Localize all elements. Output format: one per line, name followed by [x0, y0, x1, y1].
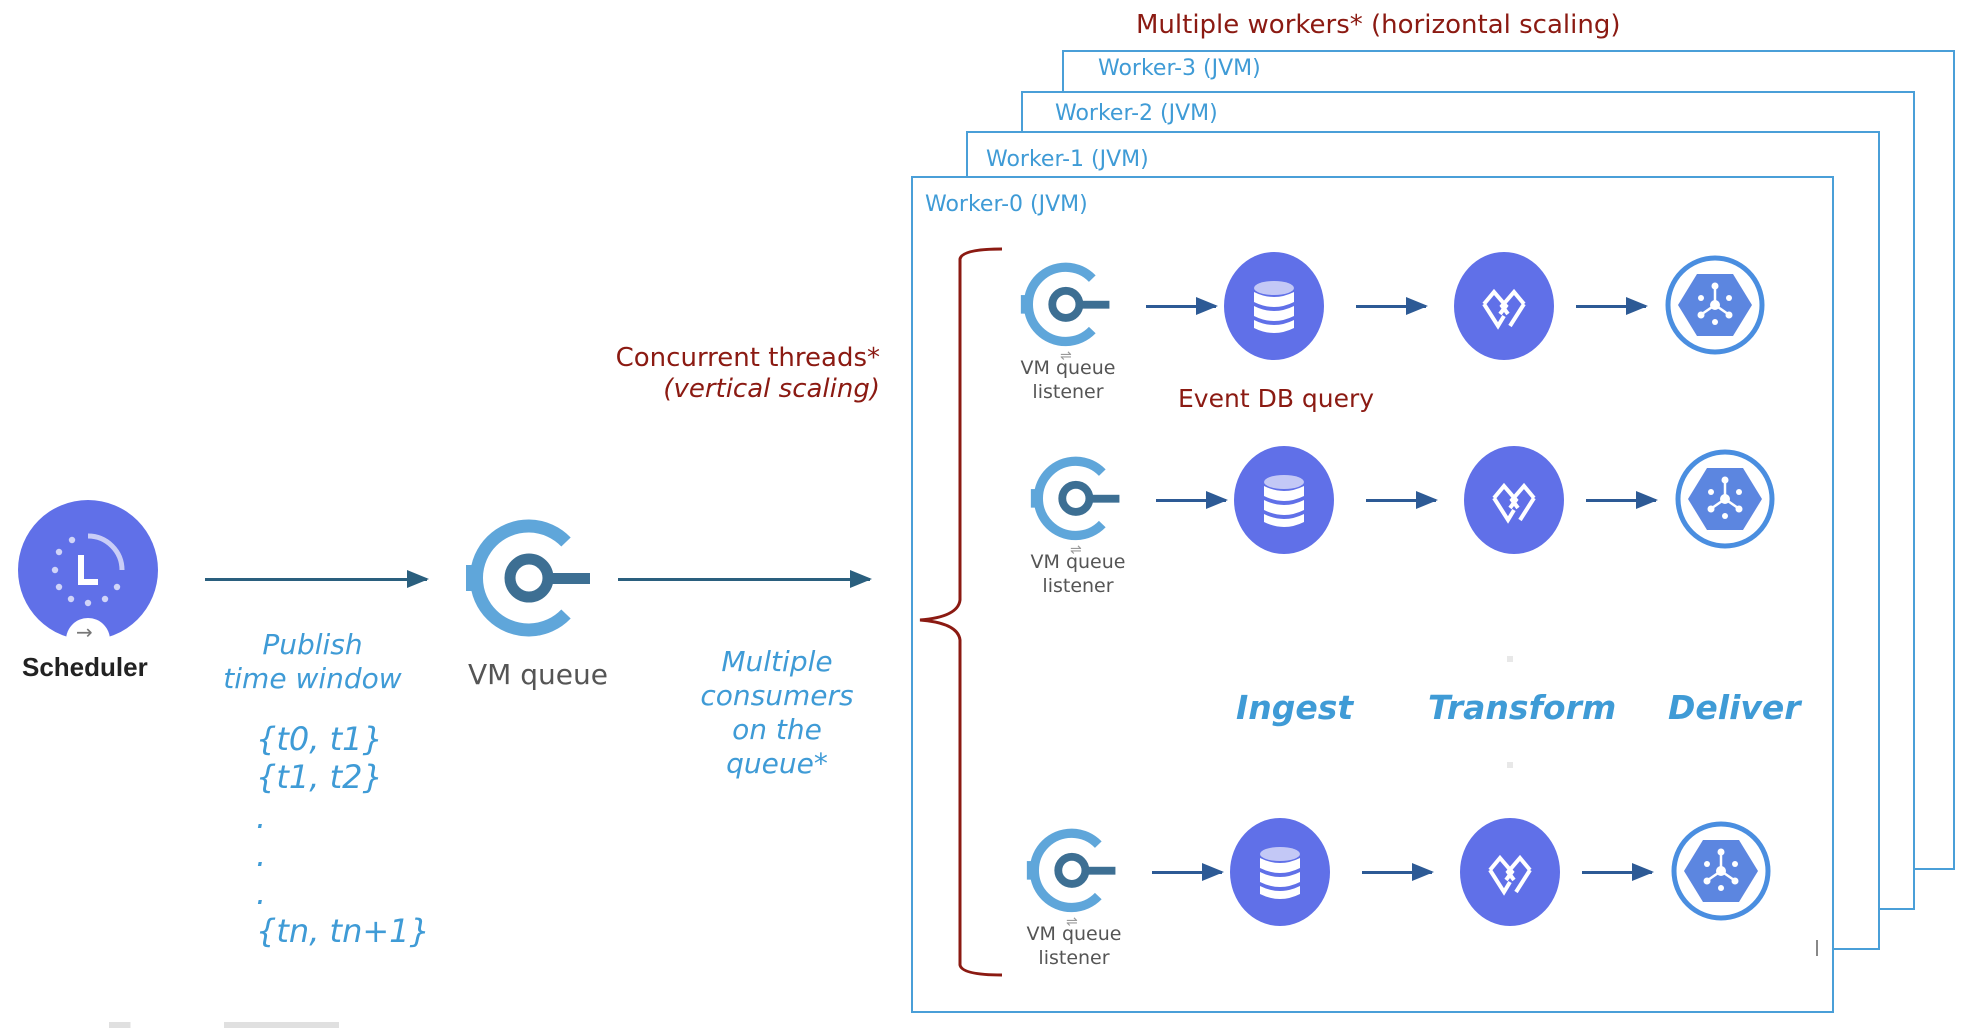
concurrency-label: Concurrent threads* (vertical scaling) — [570, 343, 880, 405]
cursor-mark — [1816, 940, 1818, 956]
db-query-node[interactable] — [1230, 818, 1330, 926]
vm-queue-listener-icon — [1020, 262, 1110, 347]
database-icon — [1230, 818, 1330, 926]
worker-0-label: Worker-0 (JVM) — [925, 192, 1088, 217]
time-window-item: {tn, tn+1} — [256, 912, 430, 950]
time-window-list: {t0, t1} {t1, t2} . . . {tn, tn+1} — [256, 720, 430, 950]
publish-line-1: Publish — [262, 628, 363, 661]
flow-arrow — [1586, 491, 1658, 509]
connector-hub-icon — [1665, 255, 1765, 355]
vm-queue-listener-icon — [1026, 828, 1116, 913]
worker-1-label: Worker-1 (JVM) — [986, 147, 1149, 172]
listener-label-line-2: listener — [1032, 381, 1104, 403]
consumers-label: Multiple consumers on the queue* — [672, 645, 882, 781]
concurrency-line-2: (vertical scaling) — [663, 374, 880, 404]
listener-label: VM queue listener — [1008, 356, 1128, 404]
stage-deliver-label: Deliver — [1668, 688, 1801, 727]
transform-node[interactable] — [1454, 252, 1554, 360]
time-window-ellipsis: . — [256, 798, 267, 836]
divider-dot — [1507, 656, 1513, 662]
listener-label-line-1: VM queue — [1030, 551, 1126, 573]
flow-arrow — [1356, 297, 1428, 315]
listener-label-line-2: listener — [1042, 575, 1114, 597]
vm-queue-node[interactable] — [462, 510, 602, 645]
database-icon — [1224, 252, 1324, 360]
listener-sync-icon: ⇌ — [1066, 914, 1078, 930]
publish-label: Publish time window — [210, 628, 415, 696]
db-query-node[interactable] — [1234, 446, 1334, 554]
stage-ingest-label: Ingest — [1236, 688, 1354, 727]
worker-3-label: Worker-3 (JVM) — [1098, 56, 1261, 81]
scheduler-publish-icon: → — [76, 620, 93, 644]
concurrency-line-1: Concurrent threads* — [615, 343, 880, 373]
event-db-query-label: Event DB query — [1178, 384, 1375, 413]
dataweave-icon — [1454, 252, 1554, 360]
transform-node[interactable] — [1464, 446, 1564, 554]
time-window-item: {t1, t2} — [256, 758, 383, 796]
faded-footer-text — [80, 1022, 440, 1028]
deliver-node[interactable] — [1674, 448, 1776, 550]
consumers-line-3: on the — [732, 713, 822, 746]
flow-arrow — [1152, 863, 1224, 881]
flow-arrow — [1146, 297, 1218, 315]
stage-transform-label: Transform — [1428, 688, 1617, 727]
transform-node[interactable] — [1460, 818, 1560, 926]
vm-queue-icon — [466, 519, 590, 637]
listener-label-line-1: VM queue — [1020, 357, 1116, 379]
listener-label-line-1: VM queue — [1026, 923, 1122, 945]
clock-icon — [18, 500, 158, 640]
listener-label: VM queue listener — [1014, 922, 1134, 970]
consumers-line-1: Multiple — [721, 645, 833, 678]
database-icon — [1234, 446, 1334, 554]
dataweave-icon — [1460, 818, 1560, 926]
time-window-ellipsis: . — [256, 874, 267, 912]
deliver-node[interactable] — [1670, 820, 1772, 922]
time-window-item: {t0, t1} — [256, 720, 383, 758]
consumers-line-2: consumers — [700, 679, 854, 712]
deliver-node[interactable] — [1664, 254, 1766, 356]
listener-node[interactable]: ⇌ — [1018, 254, 1118, 364]
scheduler-node[interactable]: → — [18, 500, 158, 644]
horizontal-scaling-title: Multiple workers* (horizontal scaling) — [1136, 10, 1621, 40]
publish-line-2: time window — [223, 662, 402, 695]
scheduler-label: Scheduler — [22, 652, 148, 682]
concurrency-brace — [919, 247, 1003, 977]
dataweave-icon — [1464, 446, 1564, 554]
flow-arrow — [1576, 297, 1648, 315]
listener-label: VM queue listener — [1018, 550, 1138, 598]
flow-arrow — [1156, 491, 1228, 509]
connector-hub-icon — [1671, 821, 1771, 921]
time-window-ellipsis: . — [256, 836, 267, 874]
flow-arrow — [1366, 491, 1438, 509]
worker-2-label: Worker-2 (JVM) — [1055, 101, 1218, 126]
consumers-line-4: queue* — [726, 747, 828, 780]
consumers-arrow — [618, 570, 872, 588]
flow-arrow — [1582, 863, 1654, 881]
listener-sync-icon: ⇌ — [1060, 348, 1072, 364]
publish-arrow — [205, 570, 429, 588]
connector-hub-icon — [1675, 449, 1775, 549]
listener-node[interactable]: ⇌ — [1024, 820, 1124, 930]
vm-queue-label: VM queue — [468, 658, 608, 691]
flow-arrow — [1362, 863, 1434, 881]
divider-dot — [1507, 762, 1513, 768]
vm-queue-listener-icon — [1030, 456, 1120, 541]
listener-node[interactable]: ⇌ — [1028, 448, 1128, 558]
listener-label-line-2: listener — [1038, 947, 1110, 969]
db-query-node[interactable] — [1224, 252, 1324, 360]
listener-sync-icon: ⇌ — [1070, 542, 1082, 558]
